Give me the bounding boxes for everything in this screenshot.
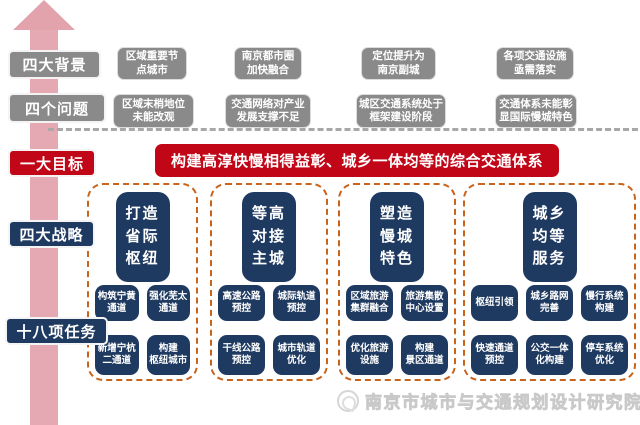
watermark-text: 南京市城市与交通规划设计研究院: [365, 393, 640, 413]
background-item: 各项交通设施 亟需落实: [496, 47, 574, 80]
task-item: 公交一体 化构建: [526, 335, 573, 375]
task-item: 慢行系统 构建: [581, 285, 628, 321]
task-item: 区域旅游 集群融合: [346, 285, 393, 321]
goal-banner: 构建高淳快慢相得益彰、城乡一体均等的综合交通体系: [155, 144, 559, 177]
background-item: 区域重要节 点城市: [117, 47, 187, 80]
problem-item: 城区交通系统处于 框架建设阶段: [356, 94, 446, 128]
watermark: 南京市城市与交通规划设计研究院: [337, 388, 640, 413]
problem-item: 交通网络对产业 发展支撑不足: [225, 94, 311, 128]
task-item: 快速通道 预控: [471, 335, 518, 375]
task-item: 枢纽引领: [471, 285, 518, 321]
strategy-group-urban-rural-equal-service: 城乡 均等 服务 枢纽引领 城乡路网 完善 慢行系统 构建 快速通道 预控 公交…: [463, 183, 636, 381]
label-eighteen-tasks: 十八项任务: [5, 317, 108, 345]
task-item: 停车系统 优化: [581, 335, 628, 375]
institute-logo-icon: [337, 389, 359, 412]
task-grid: 区域旅游 集群融合 旅游集散 中心设置 优化旅游 设施 构建 景区通道: [346, 285, 448, 375]
task-item: 构建 枢纽城市: [146, 335, 190, 375]
task-grid: 构筑宁黄 通道 强化芜太 通道 新增宁杭 二通道 构建 枢纽城市: [95, 285, 190, 375]
strategy-title: 城乡 均等 服务: [522, 192, 577, 282]
background-item: 南京都市圈 加快融合: [234, 47, 302, 80]
task-item: 城际轨道 预控: [273, 285, 320, 321]
strategy-group-slow-city-character: 塑造 慢城 特色 区域旅游 集群融合 旅游集散 中心设置 优化旅游 设施 构建 …: [338, 183, 456, 381]
background-item: 定位提升为 南京副城: [361, 47, 436, 80]
strategy-group-interprovincial-hub: 打造 省际 枢纽 构筑宁黄 通道 强化芜太 通道 新增宁杭 二通道 构建 枢纽城…: [87, 183, 198, 381]
task-item: 高速公路 预控: [218, 285, 265, 321]
task-item: 旅游集散 中心设置: [401, 285, 448, 321]
label-one-goal: 一大目标: [8, 149, 96, 177]
dashed-divider: [48, 128, 638, 131]
label-four-backgrounds: 四大背景: [8, 50, 101, 79]
task-grid: 高速公路 预控 城际轨道 预控 干线公路 预控 城市轨道 优化: [218, 285, 320, 375]
strategy-title: 等高 对接 主城: [242, 192, 296, 282]
strategy-group-connect-main-city: 等高 对接 主城 高速公路 预控 城际轨道 预控 干线公路 预控 城市轨道 优化: [210, 183, 328, 381]
task-item: 城乡路网 完善: [526, 285, 573, 321]
label-four-problems: 四个问题: [8, 93, 106, 123]
task-item: 强化芜太 通道: [146, 285, 190, 321]
task-item: 城市轨道 优化: [273, 335, 320, 375]
strategy-title: 塑造 慢城 特色: [370, 192, 424, 282]
task-item: 优化旅游 设施: [346, 335, 393, 375]
strategy-title: 打造 省际 枢纽: [115, 192, 170, 282]
task-item: 构建 景区通道: [401, 335, 448, 375]
task-grid: 枢纽引领 城乡路网 完善 慢行系统 构建 快速通道 预控 公交一体 化构建 停车…: [471, 285, 628, 375]
label-four-strategies: 四大战略: [8, 220, 95, 248]
task-item: 干线公路 预控: [218, 335, 265, 375]
up-arrow-icon: [13, 0, 75, 30]
problem-item: 交通体系未能彰 显国际慢城特色: [495, 94, 577, 128]
problem-item: 区域末梢地位 未能改观: [113, 94, 194, 128]
task-item: 构筑宁黄 通道: [95, 285, 139, 321]
